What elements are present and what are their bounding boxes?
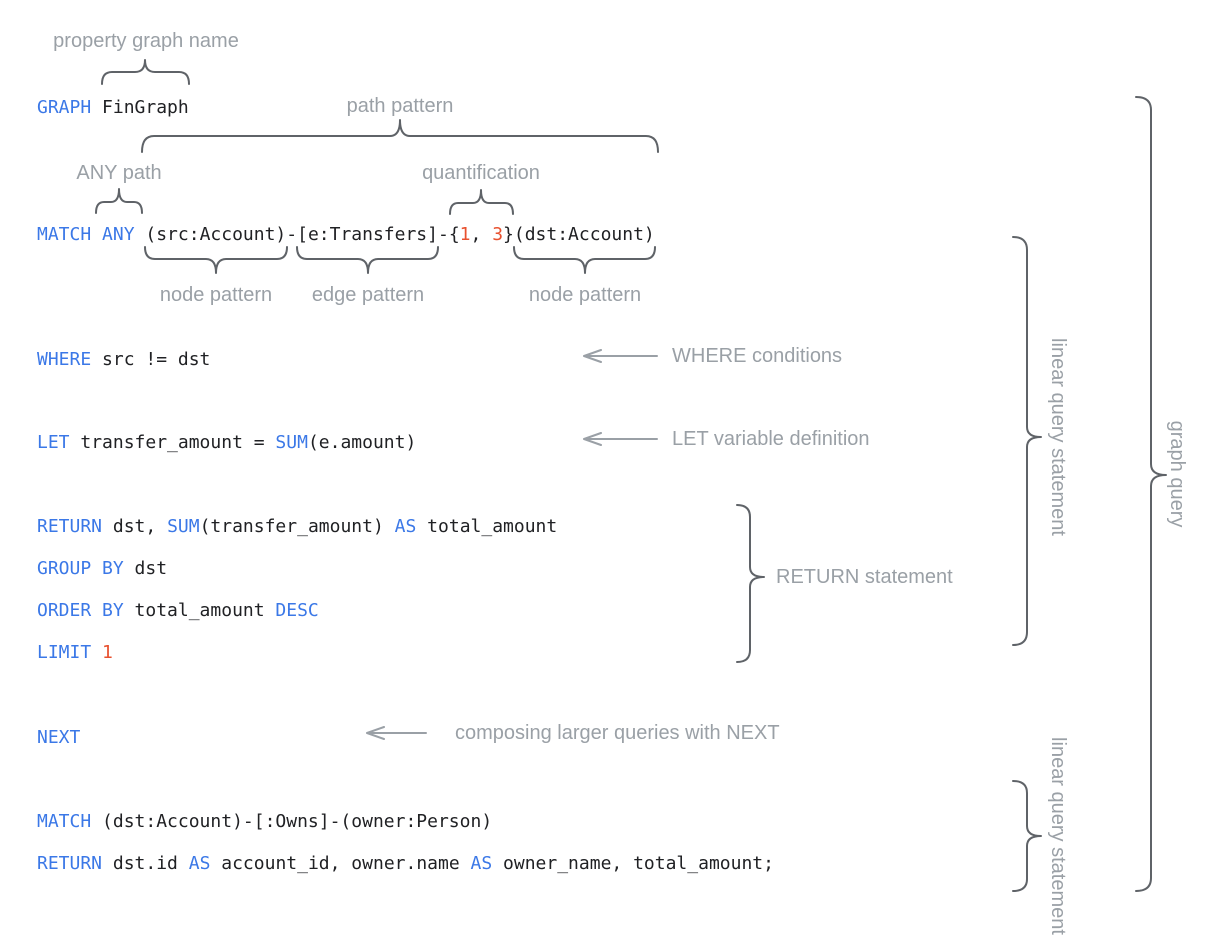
code-token-plain: total_amount: [416, 516, 558, 537]
brace-property-graph-name: [101, 59, 190, 85]
code-token-plain: owner_name, total_amount;: [492, 853, 774, 874]
code-token-keyword: SUM: [275, 432, 308, 453]
code-token-keyword: LET: [37, 432, 70, 453]
code-line-let: LET transfer_amount = SUM(e.amount): [37, 432, 416, 454]
code-token-plain: (dst:Account)-[:Owns]-(owner:Person): [91, 811, 493, 832]
code-token-plain: dst: [123, 558, 168, 579]
code-token-plain: account_id, owner.name: [210, 853, 471, 874]
code-token-plain: transfer_amount =: [69, 432, 276, 453]
brace-graph-query: [1135, 96, 1167, 892]
label-path-pattern: path pattern: [346, 95, 454, 117]
code-token-keyword: AS: [188, 853, 211, 874]
label-graph-query: graph query: [1166, 420, 1188, 528]
code-token-keyword: GROUP BY: [37, 558, 124, 579]
brace-path-pattern: [141, 119, 659, 153]
code-token-plain: FinGraph: [91, 97, 189, 118]
code-token-keyword: RETURN: [37, 516, 103, 537]
code-token-number: 1: [459, 224, 471, 245]
code-token-keyword: NEXT: [37, 727, 81, 748]
code-line-where: WHERE src != dst: [37, 349, 210, 371]
brace-node-pattern-left: [144, 246, 288, 274]
code-line-graph: GRAPH FinGraph: [37, 97, 189, 119]
code-token-keyword: MATCH ANY: [37, 224, 135, 245]
brace-linear-query-top: [1012, 236, 1042, 646]
label-quantification: quantification: [422, 162, 540, 184]
code-line-match: MATCH ANY (src:Account)-[e:Transfers]-{1…: [37, 224, 655, 246]
code-token-plain: src != dst: [91, 349, 211, 370]
label-let-variable-definition: LET variable definition: [672, 428, 870, 450]
code-token-keyword: WHERE: [37, 349, 92, 370]
code-line-next: NEXT: [37, 727, 80, 749]
code-token-number: 3: [492, 224, 504, 245]
brace-any-path: [95, 188, 143, 214]
label-node-pattern-left: node pattern: [159, 284, 273, 306]
brace-edge-pattern: [296, 246, 439, 274]
label-linear-query-statement-bottom: linear query statement: [1047, 737, 1069, 935]
code-line-return-final: RETURN dst.id AS account_id, owner.name …: [37, 853, 774, 875]
code-token-keyword: MATCH: [37, 811, 92, 832]
let-arrow-icon: [583, 432, 658, 446]
code-line-order-by: ORDER BY total_amount DESC: [37, 600, 319, 622]
code-token-keyword: AS: [470, 853, 493, 874]
code-token-plain: (transfer_amount): [199, 516, 395, 537]
code-token-plain: ,: [470, 224, 493, 245]
next-arrow-icon: [366, 726, 427, 740]
code-line-return: RETURN dst, SUM(transfer_amount) AS tota…: [37, 516, 557, 538]
label-node-pattern-right: node pattern: [528, 284, 642, 306]
brace-linear-query-bottom: [1012, 780, 1042, 892]
code-token-keyword: AS: [394, 516, 417, 537]
code-token-keyword: SUM: [167, 516, 200, 537]
code-line-group-by: GROUP BY dst: [37, 558, 167, 580]
code-token-plain: [91, 642, 102, 663]
code-token-plain: dst.id: [102, 853, 189, 874]
label-any-path: ANY path: [76, 162, 162, 184]
code-token-plain: }(dst:Account): [503, 224, 655, 245]
label-property-graph-name: property graph name: [53, 30, 239, 52]
code-token-plain: (src:Account)-[e:Transfers]-{: [134, 224, 460, 245]
code-token-plain: dst,: [102, 516, 168, 537]
label-linear-query-statement-top: linear query statement: [1047, 338, 1069, 536]
label-return-statement: RETURN statement: [776, 566, 953, 588]
brace-quantification: [449, 189, 514, 215]
code-token-keyword: GRAPH: [37, 97, 92, 118]
code-token-plain: (e.amount): [307, 432, 417, 453]
code-line-match-owns: MATCH (dst:Account)-[:Owns]-(owner:Perso…: [37, 811, 492, 833]
code-token-number: 1: [102, 642, 113, 663]
label-next-note: composing larger queries with NEXT: [455, 722, 780, 744]
label-edge-pattern: edge pattern: [311, 284, 425, 306]
brace-return-statement: [736, 504, 765, 663]
where-arrow-icon: [583, 349, 658, 363]
code-token-keyword: ORDER BY: [37, 600, 124, 621]
code-line-limit: LIMIT 1: [37, 642, 113, 664]
code-token-keyword: LIMIT: [37, 642, 92, 663]
brace-node-pattern-right: [513, 246, 656, 274]
code-token-keyword: DESC: [275, 600, 319, 621]
label-where-conditions: WHERE conditions: [672, 345, 843, 367]
code-token-keyword: RETURN: [37, 853, 103, 874]
code-token-plain: total_amount: [123, 600, 276, 621]
